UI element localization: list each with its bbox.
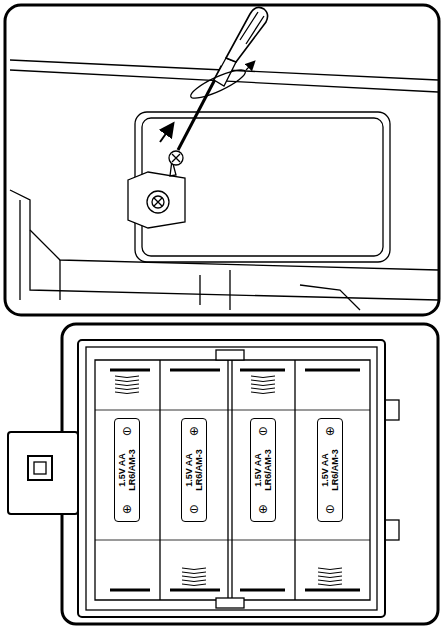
battery-spec-line: LR6/AM-3	[263, 449, 273, 491]
battery-spec-line: LR6/AM-3	[194, 449, 204, 491]
battery-spec-line: LR6/AM-3	[330, 449, 340, 491]
battery-spec-line: 1.5V AA	[117, 449, 127, 491]
battery-label: ⊕ 1.5V AALR6/AM-3 ⊖	[317, 418, 343, 522]
spring-coil	[115, 380, 139, 382]
panel-frame	[62, 324, 438, 624]
panel-frame	[5, 5, 439, 315]
screw-boss	[128, 172, 185, 228]
polarity-symbol: ⊕	[318, 425, 342, 437]
spring-coil	[318, 584, 342, 586]
spring-coil	[182, 580, 206, 582]
spring-coil	[182, 584, 206, 586]
polarity-symbol: ⊖	[318, 503, 342, 515]
spring-coil	[251, 380, 275, 382]
polarity-symbol: ⊕	[182, 425, 206, 437]
polarity-symbol: ⊖	[251, 425, 275, 437]
spring-coil	[182, 572, 206, 574]
battery-spec: 1.5V AALR6/AM-3	[320, 449, 340, 491]
battery-spec: 1.5V AALR6/AM-3	[184, 449, 204, 491]
battery-label: ⊕ 1.5V AALR6/AM-3 ⊖	[181, 418, 207, 522]
spring-coil	[318, 576, 342, 578]
spring-coil	[115, 392, 139, 394]
battery-spec-line: 1.5V AA	[184, 449, 194, 491]
spring-coil	[318, 580, 342, 582]
screw	[169, 151, 183, 165]
spring-coil	[115, 384, 139, 386]
spring-coil	[251, 384, 275, 386]
spring-coil	[115, 388, 139, 390]
battery-spec: 1.5V AALR6/AM-3	[253, 449, 273, 491]
clip	[8, 432, 78, 514]
polarity-symbol: ⊖	[182, 503, 206, 515]
spring-coil	[115, 376, 139, 378]
polarity-symbol: ⊕	[251, 503, 275, 515]
spring-coil	[318, 568, 342, 570]
spring-coil	[251, 376, 275, 378]
battery-spec-line: 1.5V AA	[320, 449, 330, 491]
spring-coil	[318, 572, 342, 574]
spring-coil	[251, 388, 275, 390]
battery-spec: 1.5V AALR6/AM-3	[117, 449, 137, 491]
battery-spec-line: 1.5V AA	[253, 449, 263, 491]
polarity-symbol: ⊕	[115, 503, 139, 515]
compartment	[78, 340, 385, 617]
spring-coil	[182, 568, 206, 570]
spring-coil	[251, 392, 275, 394]
battery-spec-line: LR6/AM-3	[127, 449, 137, 491]
battery-label: ⊖ 1.5V AALR6/AM-3 ⊕	[250, 418, 276, 522]
spring-coil	[182, 576, 206, 578]
battery-label: ⊖ 1.5V AALR6/AM-3 ⊕	[114, 418, 140, 522]
polarity-symbol: ⊖	[115, 425, 139, 437]
